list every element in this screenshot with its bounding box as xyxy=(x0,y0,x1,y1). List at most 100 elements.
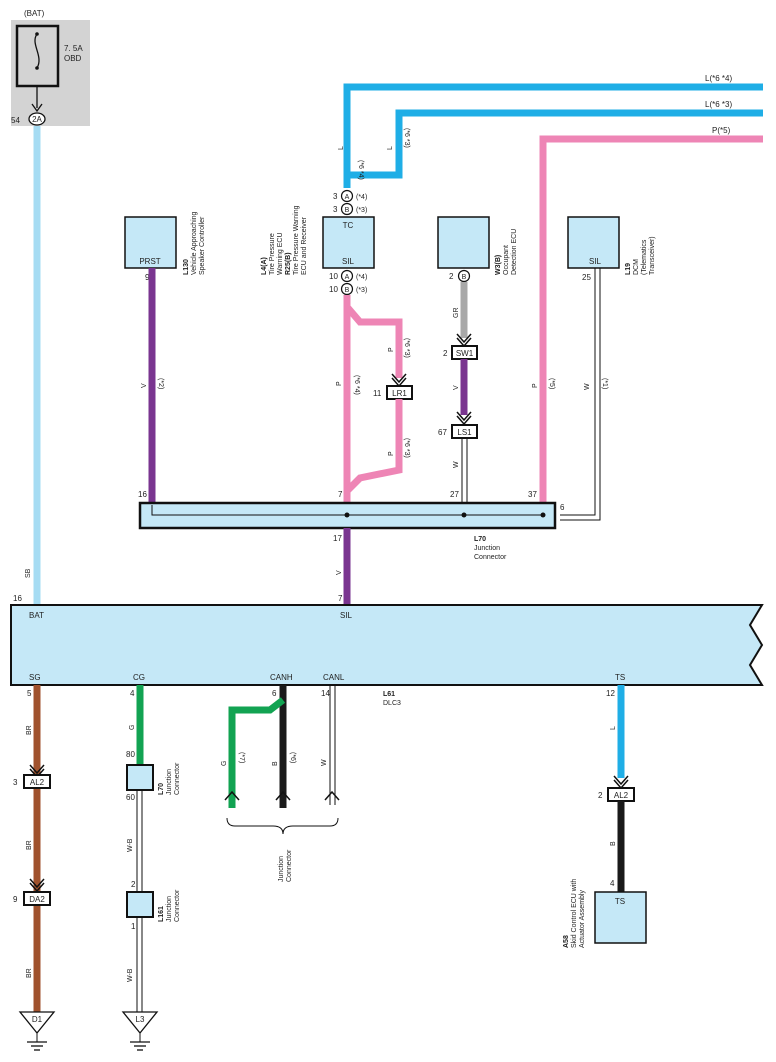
dcm-sil-terminal: SIL xyxy=(589,257,602,266)
skid-name-2: Actuator Assembly xyxy=(579,890,586,948)
tpms-conn-a-top xyxy=(340,189,354,203)
skid-pin: 4 xyxy=(610,879,615,888)
occupant-wire-gr: GR xyxy=(453,308,460,319)
wire-l-label-2: L xyxy=(387,146,394,150)
wire-note-63: (*6 *3) xyxy=(403,128,410,148)
dcm-name-1: DCM xyxy=(633,259,640,275)
junction-name-1: Junction xyxy=(474,545,500,552)
dlc-pin-14: 14 xyxy=(321,689,330,698)
cg-j1-name-2: Connector xyxy=(174,762,181,795)
tpms-code-1: L4(A) xyxy=(261,257,268,275)
chevron-down-icon xyxy=(456,333,472,344)
occupant-conn-label: B xyxy=(462,274,467,281)
vasc-name-1: Vehicle Approaching xyxy=(191,211,198,275)
sg-wire-br-3: BR xyxy=(26,968,33,978)
ls1-label: LS1 xyxy=(457,428,472,437)
fuse-icon xyxy=(34,33,40,69)
dcm-wire-note: (*1) xyxy=(601,378,608,389)
sg-al2-label: AL2 xyxy=(30,778,45,787)
tpms-pin-a-bot: 10 xyxy=(329,272,338,281)
dcm-name-2: (Telematics xyxy=(641,239,648,275)
sg-wire-br-1: BR xyxy=(26,725,33,735)
tpms-note-4-bot: (*4) xyxy=(356,274,367,281)
dlc-bat-terminal: BAT xyxy=(29,611,44,620)
dlc-wire-v-label: V xyxy=(336,570,343,575)
wire-l-label: L xyxy=(338,146,345,150)
chevron-up-icon xyxy=(324,790,340,801)
skid-al2-pin: 2 xyxy=(598,791,603,800)
fuse-terminal-dot xyxy=(35,66,39,70)
cg-wire-wb-2: W-B xyxy=(127,968,134,982)
occupant-pin: 2 xyxy=(449,272,454,281)
sg-wire-br-2: BR xyxy=(26,840,33,850)
dcm-pin: 25 xyxy=(582,273,591,282)
lr1-wire-p-lower: P xyxy=(388,451,395,456)
occupant-wire-v: V xyxy=(453,385,460,390)
connector-2a-label: 2A xyxy=(32,115,42,124)
sg-al2-connector xyxy=(23,774,51,789)
ground-triangle-icon xyxy=(18,1011,56,1035)
dlc-pin-12: 12 xyxy=(606,689,615,698)
tpms-conn-b-top-label: B xyxy=(345,207,350,214)
skid-wire-b: B xyxy=(610,841,617,846)
tpms-conn-a-top-label: A xyxy=(345,194,350,201)
tpms-name-2a: Tire Pressure Warning xyxy=(293,205,300,275)
cg-j2-name-2: Connector xyxy=(174,889,181,922)
skid-ts-terminal: TS xyxy=(615,897,625,906)
dcm-caption: L19 DCM (Telematics Transceiver) xyxy=(625,236,656,275)
lr1-pin: 11 xyxy=(373,389,382,398)
can-wire-w: W xyxy=(321,759,328,766)
junction-pin-6: 6 xyxy=(560,503,565,512)
junction-code: L70 xyxy=(474,536,486,543)
wire-w-dcm-a xyxy=(560,268,596,516)
tpms-conn-b-top xyxy=(340,202,354,216)
wire-l-64 xyxy=(343,83,763,188)
cg-wire-g: G xyxy=(129,725,136,730)
tpms-pin-b-bot: 10 xyxy=(329,285,338,294)
dlc-pin-5: 5 xyxy=(27,689,32,698)
cg-j2-name-1: Junction xyxy=(166,896,173,922)
sil-wire-p-label: P xyxy=(336,381,343,386)
vasc-name-2: Speaker Controller xyxy=(199,216,206,275)
cg-j1-name-1: Junction xyxy=(166,769,173,795)
cg-j2-pin-top: 2 xyxy=(131,880,136,889)
can-wire-b: B xyxy=(272,761,279,766)
dlc-sg-terminal: SG xyxy=(29,673,41,682)
splice-dot xyxy=(461,512,467,518)
dlc-name: DLC3 xyxy=(383,700,401,707)
tpms-sil-terminal: SIL xyxy=(342,257,355,266)
bat-source-label: (BAT) xyxy=(24,9,45,18)
cg-j1-pin-top: 80 xyxy=(126,750,135,759)
occupant-name-2: Detection ECU xyxy=(511,229,518,275)
wire-l-63 xyxy=(348,109,763,179)
splice-dot xyxy=(344,512,350,518)
chevron-down-icon xyxy=(391,373,407,384)
chevron-down-icon xyxy=(456,411,472,422)
dcm-code: L19 xyxy=(625,263,632,275)
skid-ecu-box xyxy=(594,891,647,944)
skid-al2-label: AL2 xyxy=(614,791,629,800)
junction-pin-27: 27 xyxy=(450,490,459,499)
junction-bus-line xyxy=(151,505,543,516)
vasc-wire-note: (*2) xyxy=(157,378,164,389)
cg-j1-code: L70 xyxy=(158,783,165,795)
ls1-connector xyxy=(451,424,478,439)
dlc-pin-16-top: 16 xyxy=(13,594,22,603)
skid-wire-l: L xyxy=(610,726,617,730)
occupant-name-1: Occupant xyxy=(503,245,510,275)
can-wire-g: G xyxy=(221,761,228,766)
occupant-ecu-box xyxy=(437,216,490,269)
dlc3-connector xyxy=(10,604,764,686)
can-jc-name-2: Connector xyxy=(286,849,293,882)
junction-pin-16: 16 xyxy=(138,490,147,499)
can-note-b: (*6) xyxy=(289,752,296,763)
p5-wire-label: P xyxy=(532,383,539,388)
tpms-caption: L4(A) Tire Pressure Warning ECU R25(B) T… xyxy=(261,205,308,275)
lr1-note-lower: (*6 *3) xyxy=(403,438,410,458)
dlc-code: L61 xyxy=(383,691,395,698)
tpms-conn-a-bot-label: A xyxy=(345,274,350,281)
skid-name-1: Skid Control ECU with xyxy=(571,879,578,948)
dcm-name-3: Transceiver) xyxy=(649,236,656,275)
dlc-sil-terminal: SIL xyxy=(340,611,353,620)
cg-j1-pin-bot: 60 xyxy=(126,793,135,802)
